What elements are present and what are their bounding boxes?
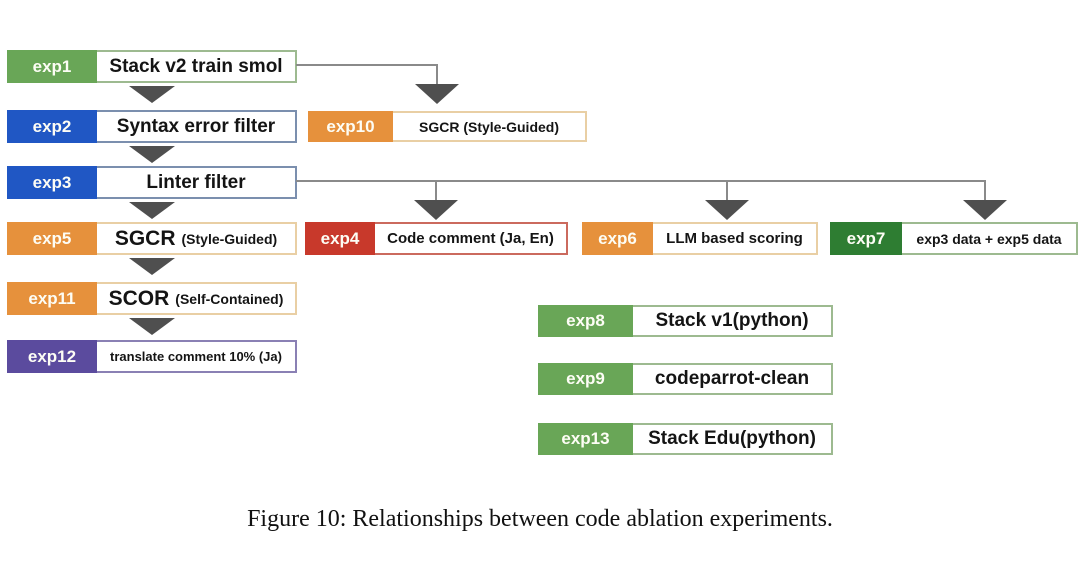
arrow-exp3-exp7 <box>963 200 1007 220</box>
connector-exp3-exp6-vline <box>726 180 728 202</box>
arrow-exp3-exp5 <box>129 202 175 219</box>
node-exp7: exp7 exp3 data + exp5 data <box>830 222 1078 255</box>
connector-exp3-branch-hline <box>296 180 986 182</box>
arrow-exp3-exp6 <box>705 200 749 220</box>
node-exp10-tag: exp10 <box>308 111 393 142</box>
node-exp7-tag: exp7 <box>830 222 902 255</box>
connector-exp3-exp4-vline <box>435 180 437 202</box>
node-exp3-tag: exp3 <box>7 166 97 199</box>
node-exp13-tag: exp13 <box>538 423 633 455</box>
node-exp5: exp5 SGCR (Style-Guided) <box>7 222 297 255</box>
node-exp11: exp11 SCOR (Self-Contained) <box>7 282 297 315</box>
node-exp8: exp8 Stack v1(python) <box>538 305 833 337</box>
node-exp11-sublabel: (Self-Contained) <box>175 290 284 307</box>
node-exp9-tag: exp9 <box>538 363 633 395</box>
arrow-exp3-exp4 <box>414 200 458 220</box>
arrow-exp1-exp10 <box>415 84 459 104</box>
node-exp6-tag: exp6 <box>582 222 653 255</box>
node-exp1-tag: exp1 <box>7 50 97 83</box>
node-exp1: exp1 Stack v2 train smol <box>7 50 297 83</box>
node-exp7-label: exp3 data + exp5 data <box>902 222 1078 255</box>
node-exp12: exp12 translate comment 10% (Ja) <box>7 340 297 373</box>
node-exp10: exp10 SGCR (Style-Guided) <box>308 111 587 142</box>
node-exp13-label: Stack Edu(python) <box>633 423 833 455</box>
connector-exp1-exp10-hline <box>296 64 438 66</box>
arrow-exp2-exp3 <box>129 146 175 163</box>
node-exp5-sublabel: (Style-Guided) <box>181 230 278 247</box>
connector-exp3-exp7-vline <box>984 180 986 202</box>
node-exp9: exp9 codeparrot-clean <box>538 363 833 395</box>
node-exp5-label: SGCR <box>114 226 176 250</box>
node-exp10-label: SGCR (Style-Guided) <box>393 111 587 142</box>
node-exp3: exp3 Linter filter <box>7 166 297 199</box>
node-exp4-tag: exp4 <box>305 222 375 255</box>
node-exp13: exp13 Stack Edu(python) <box>538 423 833 455</box>
arrow-exp11-exp12 <box>129 318 175 335</box>
node-exp4: exp4 Code comment (Ja, En) <box>305 222 568 255</box>
node-exp5-tag: exp5 <box>7 222 97 255</box>
node-exp2-label: Syntax error filter <box>97 110 297 143</box>
node-exp6: exp6 LLM based scoring <box>582 222 818 255</box>
node-exp12-label: translate comment 10% (Ja) <box>97 340 297 373</box>
node-exp2: exp2 Syntax error filter <box>7 110 297 143</box>
node-exp8-tag: exp8 <box>538 305 633 337</box>
arrow-exp1-exp2 <box>129 86 175 103</box>
figure-caption: Figure 10: Relationships between code ab… <box>247 506 833 532</box>
node-exp3-label: Linter filter <box>97 166 297 199</box>
node-exp1-label: Stack v2 train smol <box>97 50 297 83</box>
connector-exp1-exp10-vline <box>436 64 438 84</box>
node-exp4-label: Code comment (Ja, En) <box>375 222 568 255</box>
node-exp2-tag: exp2 <box>7 110 97 143</box>
node-exp11-tag: exp11 <box>7 282 97 315</box>
node-exp6-label: LLM based scoring <box>653 222 818 255</box>
node-exp9-label: codeparrot-clean <box>633 363 833 395</box>
node-exp8-label: Stack v1(python) <box>633 305 833 337</box>
arrow-exp5-exp11 <box>129 258 175 275</box>
node-exp11-label: SCOR <box>108 286 170 310</box>
node-exp12-tag: exp12 <box>7 340 97 373</box>
